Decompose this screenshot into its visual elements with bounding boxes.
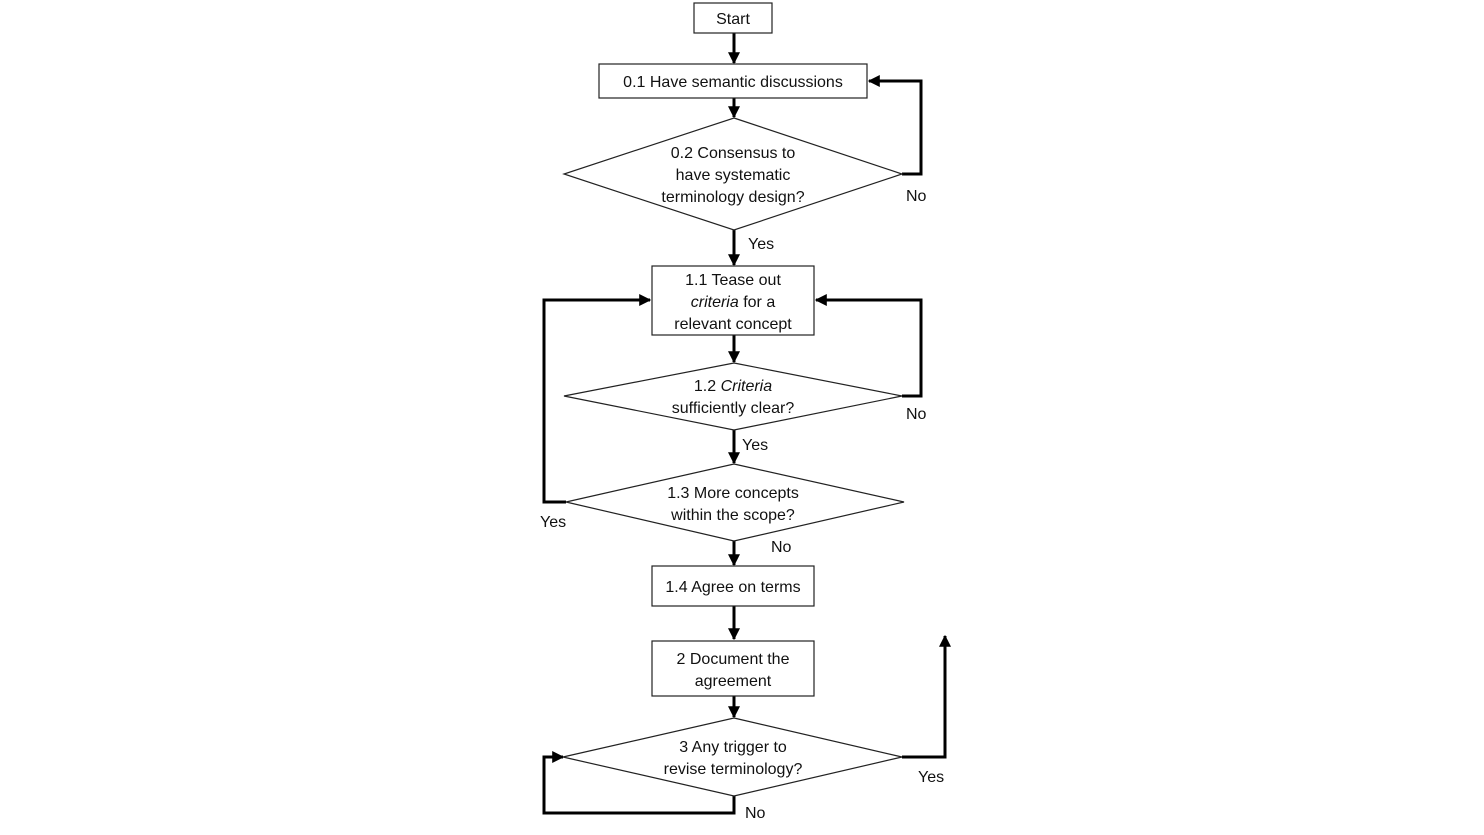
step-1-4-label: 1.4 Agree on terms	[665, 579, 800, 596]
label-1-3-no: No	[771, 539, 792, 556]
start-line-0-run-0: Start	[716, 11, 750, 28]
node-3-trigger-decision: 3 Any trigger to revise terminology?	[562, 717, 903, 797]
label-0-2-yes: Yes	[748, 236, 774, 253]
n02-line-0-run-0: 0.2 Consensus to	[671, 145, 796, 162]
step-2-box	[651, 640, 815, 697]
n2-line-0-run-0: 2 Document the	[677, 651, 790, 668]
node-2-document-agreement: 2 Document the agreement	[651, 640, 815, 697]
n12-line-0-run-1: Criteria	[721, 378, 773, 395]
node-1-4-agree-on-terms: 1.4 Agree on terms	[651, 565, 815, 607]
n13-line-0-run-0: 1.3 More concepts	[667, 485, 799, 502]
label-1-2-yes: Yes	[742, 437, 768, 454]
n02-line-1-run-0: have systematic	[676, 167, 791, 184]
decision-0-2-diamond	[562, 117, 904, 231]
step-0-1-label: 0.1 Have semantic discussions	[623, 74, 843, 91]
n12-line-0-run-0: 1.2	[694, 378, 721, 395]
start-box	[693, 2, 773, 34]
step-2-label: 2 Document the agreement	[677, 651, 790, 690]
n02-line-2-run-0: terminology design?	[661, 189, 804, 206]
arrow-3-yes-exit	[902, 634, 951, 759]
node-1-2-criteria-clear-decision: 1.2 Criteria sufficiently clear?	[563, 362, 903, 431]
n13-line-1-run-0: within the scope?	[670, 507, 795, 524]
label-1-3-yes: Yes	[540, 514, 566, 531]
arrow-0-2-no-loop	[867, 75, 923, 176]
decision-1-3-label: 1.3 More concepts within the scope?	[667, 485, 799, 524]
decision-0-2-label: 0.2 Consensus to have systematic terminolo…	[661, 145, 804, 206]
n12-line-1-run-0: sufficiently clear?	[672, 400, 795, 417]
step-1-4-box	[651, 565, 815, 607]
n11-line-0-run-0: 1.1 Tease out	[685, 272, 781, 289]
arrow-1-3-yes-loop	[542, 294, 652, 504]
step-1-1-label: 1.1 Tease out criteria for a relevant conc…	[674, 272, 792, 333]
arrow-1-2-no-loop	[814, 294, 923, 398]
n01-line-0-run-0: 0.1 Have semantic discussions	[623, 74, 843, 91]
connectors	[542, 33, 951, 815]
decision-3-diamond	[562, 717, 903, 797]
n11-line-1-run-0: criteria	[691, 294, 739, 311]
decision-1-2-diamond	[563, 362, 903, 431]
label-1-2-no: No	[906, 406, 927, 423]
n11-line-2-run-0: relevant concept	[674, 316, 792, 333]
node-start: Start	[693, 2, 773, 34]
n3-line-0-run-0: 3 Any trigger to	[679, 739, 787, 756]
decision-1-2-label: 1.2 Criteria sufficiently clear?	[672, 378, 795, 417]
n11-line-1-run-1: for a	[739, 294, 776, 311]
start-label: Start	[716, 11, 750, 28]
edge-labels: No Yes No Yes Yes No Yes No	[540, 188, 944, 822]
node-1-1-tease-out-criteria: 1.1 Tease out criteria for a relevant conc…	[651, 265, 815, 336]
n3-line-1-run-0: revise terminology?	[664, 761, 803, 778]
label-3-no: No	[745, 805, 766, 822]
step-0-1-box	[598, 63, 868, 99]
decision-3-label: 3 Any trigger to revise terminology?	[664, 739, 803, 778]
node-0-1-have-semantic-discussions: 0.1 Have semantic discussions	[598, 63, 868, 99]
n2-line-1-run-0: agreement	[695, 673, 772, 690]
node-1-3-more-concepts-decision: 1.3 More concepts within the scope?	[565, 463, 905, 542]
step-1-1-box	[651, 265, 815, 336]
node-0-2-consensus-decision: 0.2 Consensus to have systematic terminolo…	[562, 117, 904, 231]
label-0-2-no: No	[906, 188, 927, 205]
label-3-yes: Yes	[918, 769, 944, 786]
n14-line-0-run-0: 1.4 Agree on terms	[665, 579, 800, 596]
arrow-3-no-loop	[542, 751, 736, 815]
decision-1-3-diamond	[565, 463, 905, 542]
